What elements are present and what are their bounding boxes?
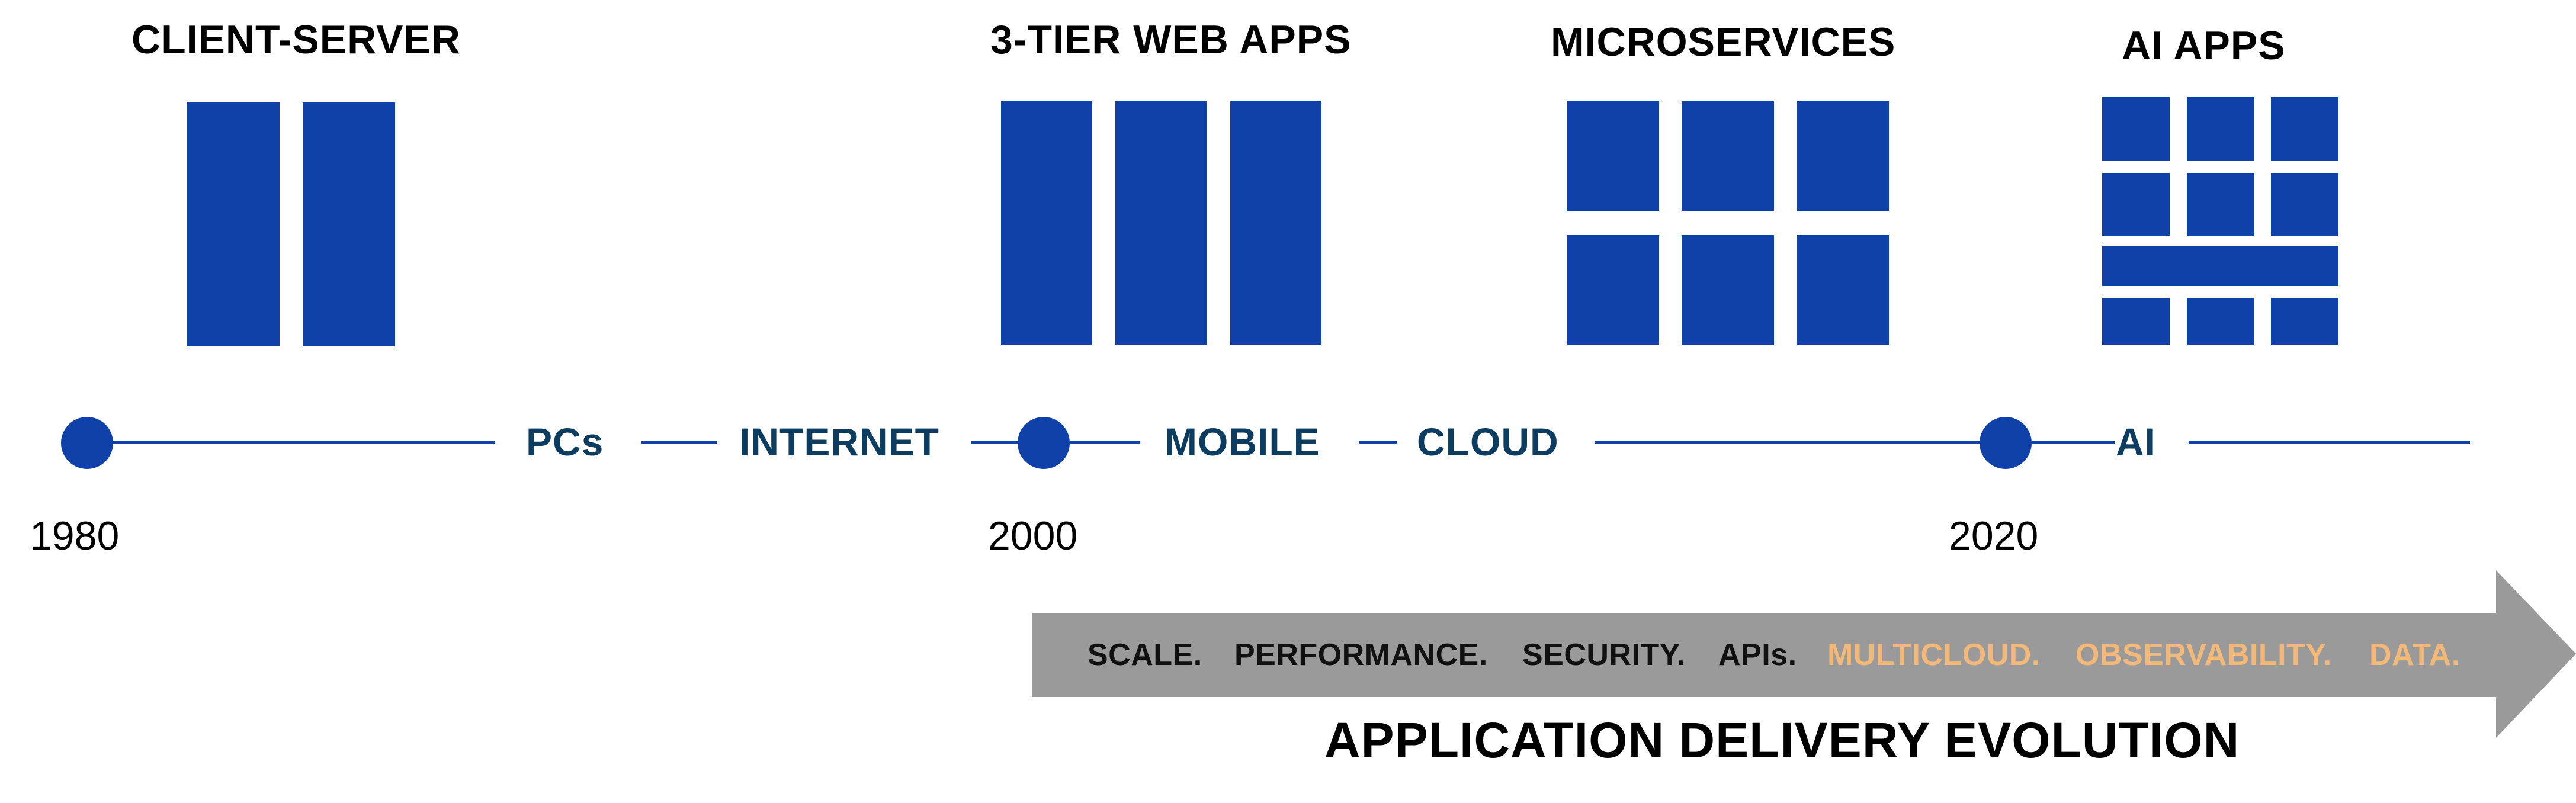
client-block — [187, 102, 280, 346]
ai-block — [2102, 97, 2170, 161]
timeline-segment — [86, 441, 495, 444]
timeline-segment — [641, 441, 717, 444]
ai-block — [2271, 298, 2338, 345]
service-block — [1797, 101, 1889, 211]
arrow-item-performance: PERFORMANCE. — [1234, 638, 1488, 672]
ai-wide-block — [2102, 246, 2338, 286]
service-block — [1682, 235, 1774, 345]
timeline-label-mobile: MOBILE — [1165, 420, 1320, 464]
timeline-segment — [1359, 441, 1397, 444]
arrow-item-apis: APIs. — [1718, 638, 1797, 672]
timeline-segment — [1595, 441, 2058, 444]
era-title-ai-apps: AI APPS — [2122, 23, 2286, 68]
ai-block — [2102, 173, 2170, 236]
ai-block — [2102, 298, 2170, 345]
service-block — [1797, 235, 1889, 345]
tier-block — [1230, 101, 1321, 345]
arrow-shape — [1032, 570, 2576, 738]
arrow-item-multicloud: MULTICLOUD. — [1827, 638, 2041, 672]
timeline-dot-1980 — [61, 417, 113, 469]
arrow-item-data: DATA. — [2369, 638, 2460, 672]
arrow-item-scale: SCALE. — [1087, 638, 1202, 672]
service-block — [1682, 101, 1774, 211]
service-block — [1567, 101, 1659, 211]
era-title-client-server: CLIENT-SERVER — [131, 17, 461, 62]
ai-block — [2271, 97, 2338, 161]
timeline-segment — [2189, 441, 2470, 444]
footer-title: APPLICATION DELIVERY EVOLUTION — [1324, 712, 2240, 768]
ai-block — [2187, 173, 2254, 236]
timeline-segment — [2026, 441, 2115, 444]
ai-block — [2271, 173, 2338, 236]
server-block — [303, 102, 395, 346]
timeline-label-pcs: PCs — [526, 420, 604, 464]
tier-block — [1115, 101, 1207, 345]
era-title-3-tier-web-apps: 3-TIER WEB APPS — [990, 17, 1352, 62]
year-label-1980: 1980 — [30, 513, 120, 558]
arrow-item-security: SECURITY. — [1522, 638, 1686, 672]
timeline-label-internet: INTERNET — [739, 420, 939, 464]
timeline-dot-2000 — [1018, 417, 1070, 469]
timeline-label-ai: AI — [2116, 420, 2156, 464]
timeline-dot-2020 — [1980, 417, 2032, 469]
arrow-item-observability: OBSERVABILITY. — [2075, 638, 2332, 672]
timeline-label-cloud: CLOUD — [1417, 420, 1559, 464]
era-title-microservices: MICROSERVICES — [1551, 20, 1896, 65]
ai-block — [2187, 298, 2254, 345]
tier-block — [1001, 101, 1092, 345]
ai-block — [2187, 97, 2254, 161]
year-label-2020: 2020 — [1949, 513, 2039, 558]
year-label-2000: 2000 — [988, 513, 1078, 558]
service-block — [1567, 235, 1659, 345]
